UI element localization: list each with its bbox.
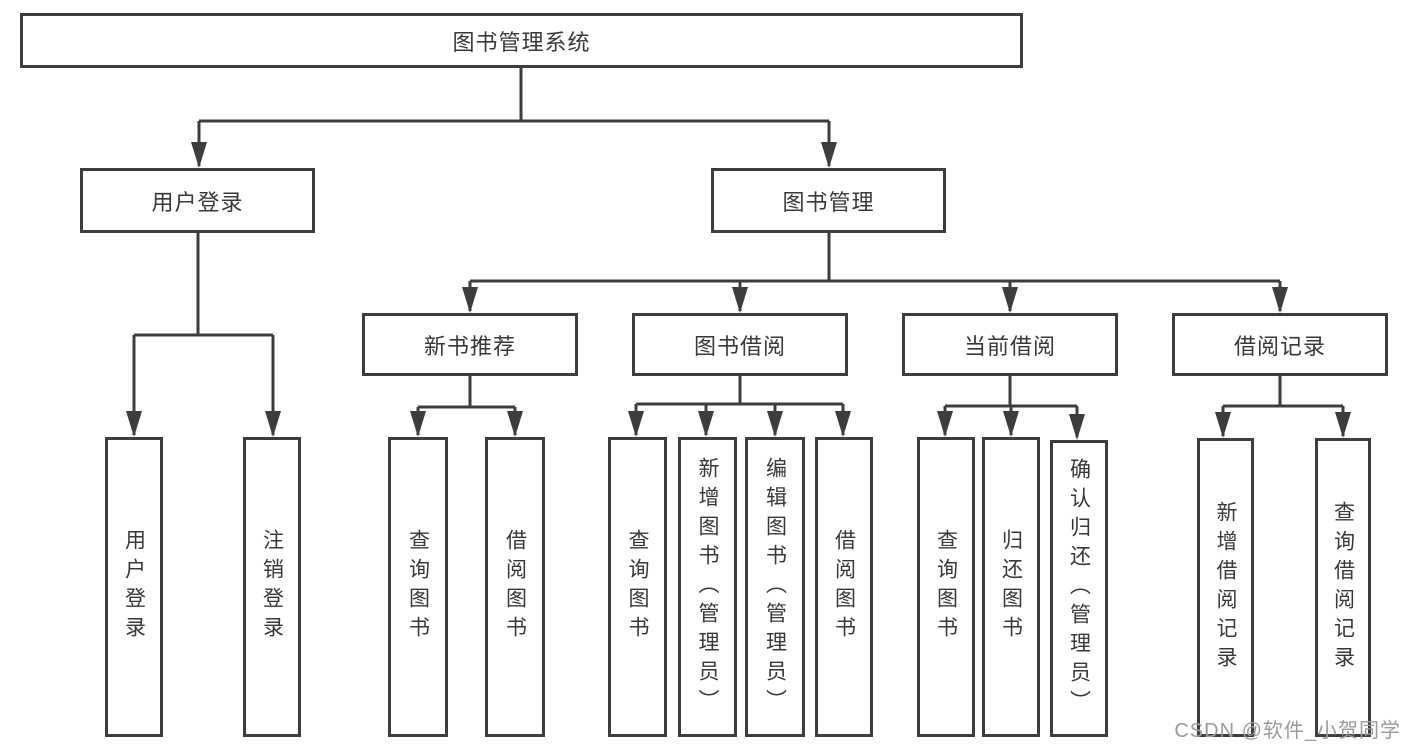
node-label: 当前借阅 bbox=[963, 333, 1056, 359]
leaf-add-borrow-record: 新增借阅记录 bbox=[1197, 438, 1254, 737]
leaf-query-borrow-record: 查询借阅记录 bbox=[1315, 438, 1371, 737]
node-borrow-records: 借阅记录 bbox=[1172, 313, 1388, 376]
node-label: 新增借阅记录 bbox=[1214, 500, 1237, 675]
node-label: 归还图书 bbox=[999, 529, 1023, 645]
leaf-return-book: 归还图书 bbox=[982, 437, 1040, 737]
node-label: 编辑图书（管理员） bbox=[763, 456, 787, 718]
leaf-borrow-books: 借阅图书 bbox=[815, 437, 873, 737]
csdn-watermark: CSDN @软件_小贺同学 bbox=[1174, 720, 1401, 742]
node-label: 查询图书 bbox=[626, 529, 649, 645]
node-label: 借阅图书 bbox=[503, 529, 527, 645]
node-label: 注销登录 bbox=[260, 529, 284, 645]
node-user-login-branch: 用户登录 bbox=[80, 168, 315, 233]
node-label: 图书管理系统 bbox=[452, 29, 591, 55]
leaf-logout: 注销登录 bbox=[243, 437, 301, 737]
node-label: 图书管理 bbox=[782, 189, 875, 215]
node-label: 借阅记录 bbox=[1233, 333, 1326, 359]
node-book-borrow: 图书借阅 bbox=[632, 313, 848, 376]
leaf-query-books-recommend: 查询图书 bbox=[388, 437, 448, 737]
node-label: 新增图书（管理员） bbox=[696, 456, 719, 718]
node-label: 查询图书 bbox=[406, 529, 430, 645]
node-current-borrow: 当前借阅 bbox=[902, 313, 1118, 376]
node-new-book-recommend: 新书推荐 bbox=[362, 313, 578, 376]
node-label: 图书借阅 bbox=[693, 333, 786, 359]
leaf-query-books-current: 查询图书 bbox=[917, 437, 975, 737]
arrowheads bbox=[126, 142, 1351, 440]
node-label: 查询图书 bbox=[934, 529, 958, 645]
leaf-user-login: 用户登录 bbox=[105, 437, 163, 737]
node-label: 借阅图书 bbox=[832, 529, 856, 645]
leaf-edit-book-admin: 编辑图书（管理员） bbox=[745, 437, 805, 737]
node-label: 确认归还（管理员） bbox=[1067, 458, 1091, 719]
node-label: 新书推荐 bbox=[423, 333, 516, 359]
leaf-query-books-borrow: 查询图书 bbox=[608, 437, 667, 737]
node-label: 用户登录 bbox=[151, 189, 244, 215]
node-book-management: 图书管理 bbox=[711, 168, 946, 233]
leaf-borrow-books-recommend: 借阅图书 bbox=[485, 437, 545, 737]
node-label: 查询借阅记录 bbox=[1331, 500, 1355, 675]
node-label: 用户登录 bbox=[122, 529, 146, 645]
node-library-system: 图书管理系统 bbox=[20, 13, 1023, 68]
leaf-add-book-admin: 新增图书（管理员） bbox=[678, 437, 737, 737]
connector-group bbox=[132, 66, 1345, 437]
leaf-confirm-return-admin: 确认归还（管理员） bbox=[1050, 440, 1108, 737]
